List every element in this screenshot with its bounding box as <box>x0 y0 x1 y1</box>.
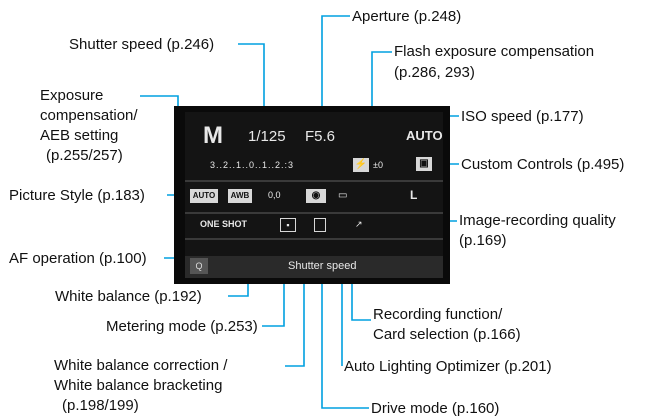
lcd-divider <box>185 212 443 214</box>
label-alo: Auto Lighting Optimizer (p.201) <box>344 358 552 375</box>
white-balance-icon[interactable]: AWB <box>228 189 252 203</box>
label-af-operation: AF operation (p.100) <box>9 250 147 267</box>
label-image-quality-1: Image-recording quality <box>459 212 616 229</box>
label-wb-correction-2: White balance bracketing <box>54 377 223 394</box>
iso-value[interactable]: AUTO <box>406 128 443 143</box>
label-exposure-comp-3: AEB setting <box>40 127 119 144</box>
label-exposure-comp-1: Exposure <box>40 87 104 104</box>
picture-style-icon[interactable]: AUTO <box>190 189 218 203</box>
recording-function-icon[interactable]: ▭ <box>338 190 348 201</box>
metering-box[interactable]: ▪ <box>280 218 296 232</box>
af-operation-value[interactable]: ONE SHOT <box>200 219 248 229</box>
wb-shift-value[interactable]: 0,0 <box>268 190 281 200</box>
bottom-bar-label: Shutter speed <box>288 260 357 272</box>
lcd-divider <box>185 238 443 240</box>
label-aperture: Aperture (p.248) <box>352 8 462 25</box>
exposure-level-scale[interactable]: 3..2..1..0..1..2.:3 <box>210 160 295 170</box>
label-picture-style: Picture Style (p.183) <box>9 187 145 204</box>
q-button[interactable]: Q <box>190 258 208 274</box>
label-drive-mode: Drive mode (p.160) <box>371 400 500 417</box>
label-image-quality-2: (p.169) <box>459 232 507 249</box>
label-exposure-comp-4: (p.255/257) <box>46 147 123 164</box>
flash-comp-icon[interactable]: ⚡ <box>353 158 369 172</box>
aperture-value[interactable]: F5.6 <box>305 128 336 145</box>
label-wb-correction-1: White balance correction / <box>54 357 228 374</box>
drive-mode-icon[interactable] <box>314 218 326 232</box>
custom-controls-icon[interactable]: ▣ <box>416 157 432 171</box>
shooting-mode: M <box>203 122 223 149</box>
label-metering-mode: Metering mode (p.253) <box>106 318 258 335</box>
alo-icon[interactable]: ↗ <box>355 219 363 229</box>
metering-mode-icon[interactable]: ◉ <box>306 189 326 203</box>
label-flash-comp-2: (p.286, 293) <box>394 64 475 81</box>
flash-comp-value: ±0 <box>373 160 383 170</box>
image-quality-value[interactable]: L <box>410 188 418 202</box>
lcd-divider <box>185 180 443 182</box>
label-shutter-speed: Shutter speed (p.246) <box>69 36 215 53</box>
label-exposure-comp-2: compensation/ <box>40 107 138 124</box>
label-iso-speed: ISO speed (p.177) <box>461 108 584 125</box>
label-recording-function-2: Card selection (p.166) <box>373 326 521 343</box>
bottom-bar <box>185 256 443 278</box>
label-recording-function-1: Recording function/ <box>373 306 503 323</box>
label-wb-correction-3: (p.198/199) <box>62 397 139 414</box>
shutter-speed-value[interactable]: 1/125 <box>248 128 286 145</box>
label-white-balance: White balance (p.192) <box>55 288 202 305</box>
label-custom-controls: Custom Controls (p.495) <box>461 156 625 173</box>
label-flash-comp-1: Flash exposure compensation <box>394 43 595 60</box>
